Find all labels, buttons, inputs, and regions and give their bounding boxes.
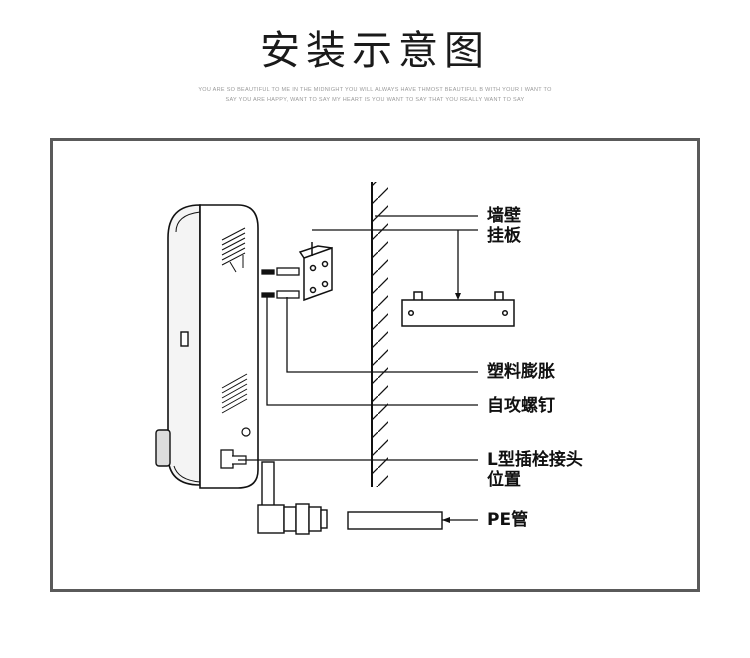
- subtitle-line-1: YOU ARE SO BEAUTIFUL TO ME IN THE MIDNIG…: [198, 87, 552, 93]
- label-wall: 墙壁: [487, 206, 521, 226]
- mounting-plate-perspective: [298, 242, 333, 302]
- page-title: 安装示意图: [260, 28, 490, 74]
- screw-bottom: [261, 292, 275, 298]
- label-pe-pipe: PE管: [487, 510, 529, 530]
- anchor-top: [276, 267, 300, 276]
- purifier-device: [155, 204, 259, 489]
- device-side-button: [180, 331, 189, 347]
- label-plastic-anchor: 塑料膨胀: [487, 362, 555, 382]
- label-hanging-plate: 挂板: [487, 226, 521, 246]
- diagram-frame: [50, 138, 700, 592]
- leader-lines: [238, 215, 478, 523]
- device-front: [199, 204, 259, 489]
- label-self-tapping-screw: 自攻螺钉: [487, 396, 555, 416]
- mounting-plate-flat: [401, 291, 515, 327]
- anchor-bottom: [276, 290, 300, 299]
- bottom-vent: [221, 373, 248, 414]
- l-connector: [257, 461, 328, 535]
- connector-fitting: [220, 449, 234, 469]
- label-l-connector-line2: 位置: [487, 470, 521, 490]
- device-base-foot: [155, 429, 171, 467]
- subtitle-line-2: SAY YOU ARE HAPPY, WANT TO SAY MY HEART …: [225, 97, 525, 103]
- top-vent: [221, 227, 246, 266]
- screw-top: [261, 269, 275, 275]
- pe-pipe-segment: [347, 511, 443, 530]
- label-l-connector-line1: L型插栓接头: [487, 450, 583, 470]
- screws-and-anchors: [261, 267, 300, 299]
- wall: [371, 182, 388, 487]
